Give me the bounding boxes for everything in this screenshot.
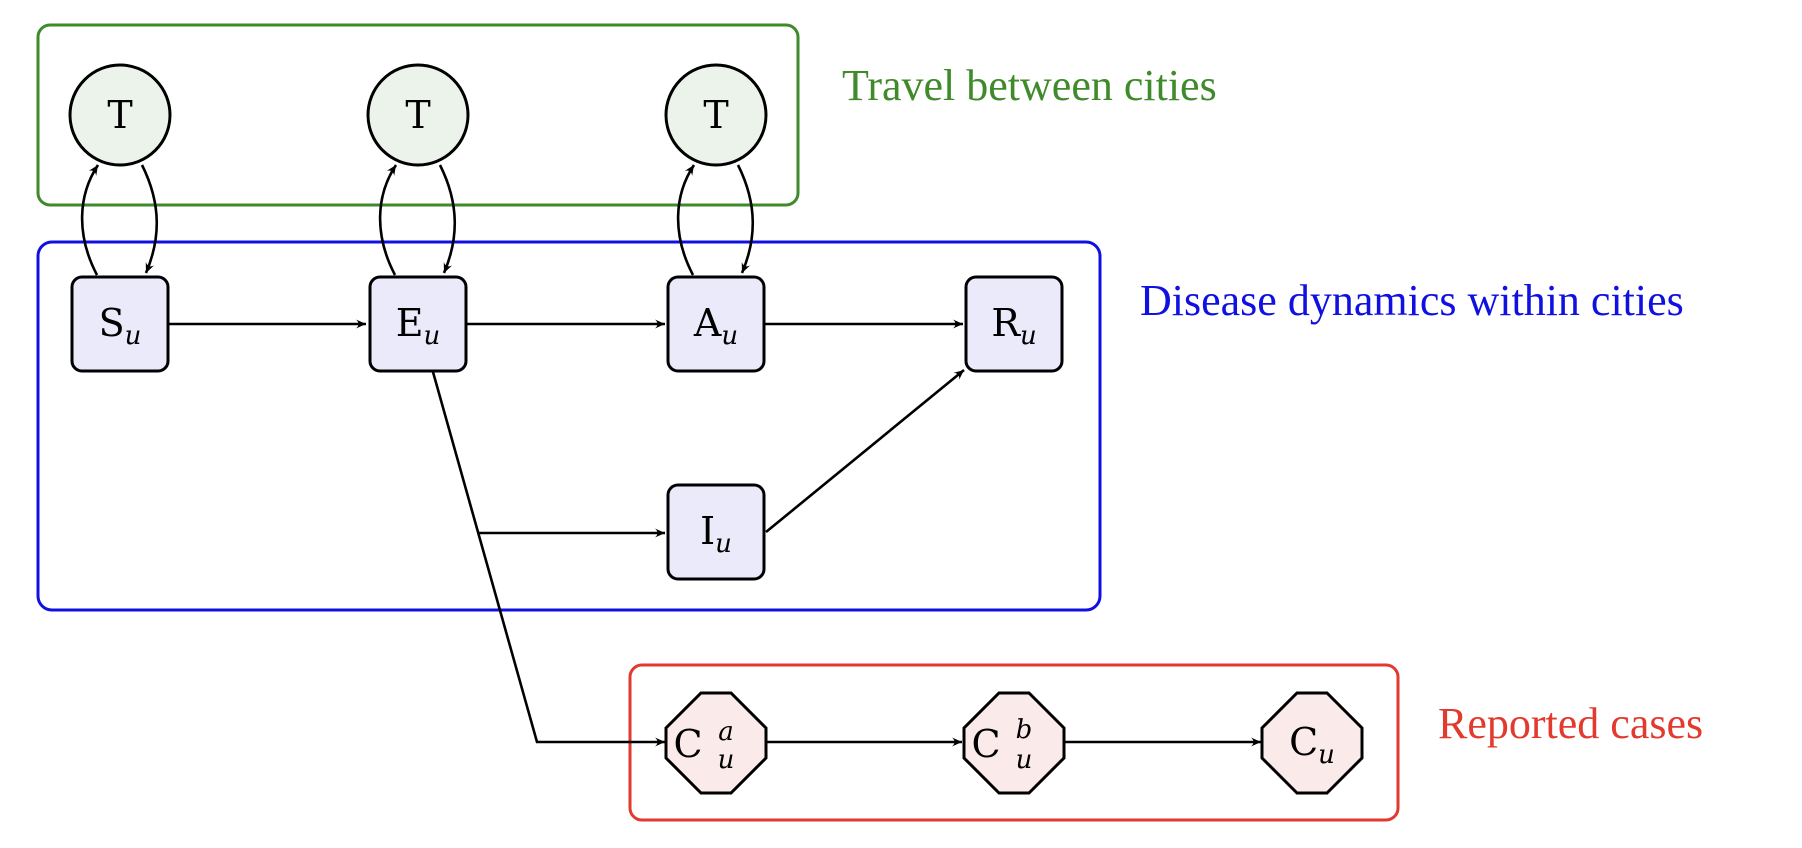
svg-text:Ru: Ru <box>991 301 1036 351</box>
node-t1: T <box>68 63 172 167</box>
node-t1-label: T <box>107 93 132 137</box>
node-r-sub: u <box>1020 321 1037 351</box>
node-s-label: S <box>99 301 125 345</box>
edge-e-to-ca <box>431 371 665 747</box>
node-r: Ru <box>964 275 1064 373</box>
svg-text:Cu: Cu <box>1289 720 1335 770</box>
node-ca-label: C <box>673 722 702 766</box>
node-ca-sub: u <box>718 745 735 775</box>
edge-s-to-t1 <box>80 164 100 276</box>
node-e-sub: u <box>424 321 441 351</box>
node-i-label: I <box>700 509 715 553</box>
disease-group-title: Disease dynamics within cities <box>1140 276 1684 325</box>
node-t3: T <box>664 63 768 167</box>
reported-group-title: Reported cases <box>1438 699 1703 748</box>
node-t3-label: T <box>703 93 728 137</box>
svg-text:Au: Au <box>693 301 738 351</box>
node-c-label: C <box>1289 720 1318 764</box>
node-cb-sup: b <box>1016 715 1033 745</box>
node-a: Au <box>666 275 766 373</box>
disease-group-box <box>36 240 1102 612</box>
travel-group-title: Travel between cities <box>842 61 1217 110</box>
node-s: Su <box>70 275 170 373</box>
node-ca: C a u <box>664 691 768 795</box>
node-c: Cu <box>1260 691 1364 795</box>
node-i-sub: u <box>715 529 732 559</box>
node-e: Eu <box>368 275 468 373</box>
node-a-sub: u <box>721 321 738 351</box>
travel-group-box <box>36 23 800 207</box>
node-e-label: E <box>396 301 424 345</box>
node-cb-sub: u <box>1016 745 1033 775</box>
svg-text:Eu: Eu <box>396 301 441 351</box>
node-c-sub: u <box>1318 740 1335 770</box>
edge-t3-to-a <box>736 164 755 274</box>
node-s-sub: u <box>125 321 142 351</box>
edge-t1-to-s <box>140 164 159 274</box>
svg-text:Su: Su <box>99 301 142 351</box>
node-ca-sup: a <box>718 717 734 747</box>
node-i: Iu <box>666 483 766 581</box>
node-t2-label: T <box>405 93 430 137</box>
node-a-label: A <box>693 301 722 345</box>
node-cb-label: C <box>971 722 1000 766</box>
edge-i-to-r <box>765 368 965 534</box>
node-cb: C b u <box>962 691 1066 795</box>
edge-a-to-t3 <box>676 164 696 276</box>
node-r-label: R <box>991 301 1021 345</box>
edge-t2-to-e <box>438 164 457 274</box>
edge-e-to-t2 <box>378 164 398 276</box>
node-t2: T <box>366 63 470 167</box>
svg-text:Iu: Iu <box>700 509 732 559</box>
